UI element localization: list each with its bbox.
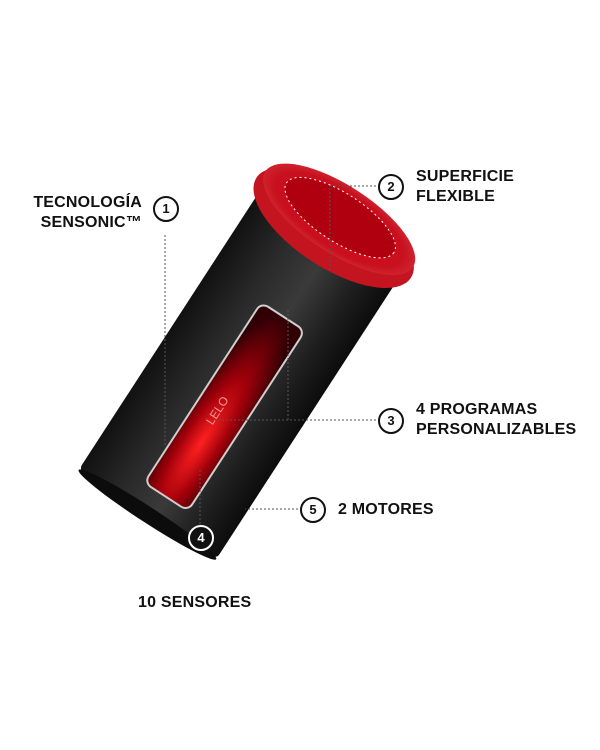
callout-5-badge: 5 <box>300 497 326 523</box>
cylinder-body: LELO <box>78 163 416 560</box>
callout-3-badge: 3 <box>378 408 404 434</box>
callout-1-badge: 1 <box>153 196 179 222</box>
window <box>146 304 303 509</box>
callout-2-badge: 2 <box>378 174 404 200</box>
label-sensors: 10 SENSORES <box>138 594 252 611</box>
callout-4-badge: 4 <box>188 525 214 551</box>
label-motors: 2 MOTORES <box>338 501 434 518</box>
leader-lines <box>164 185 376 525</box>
